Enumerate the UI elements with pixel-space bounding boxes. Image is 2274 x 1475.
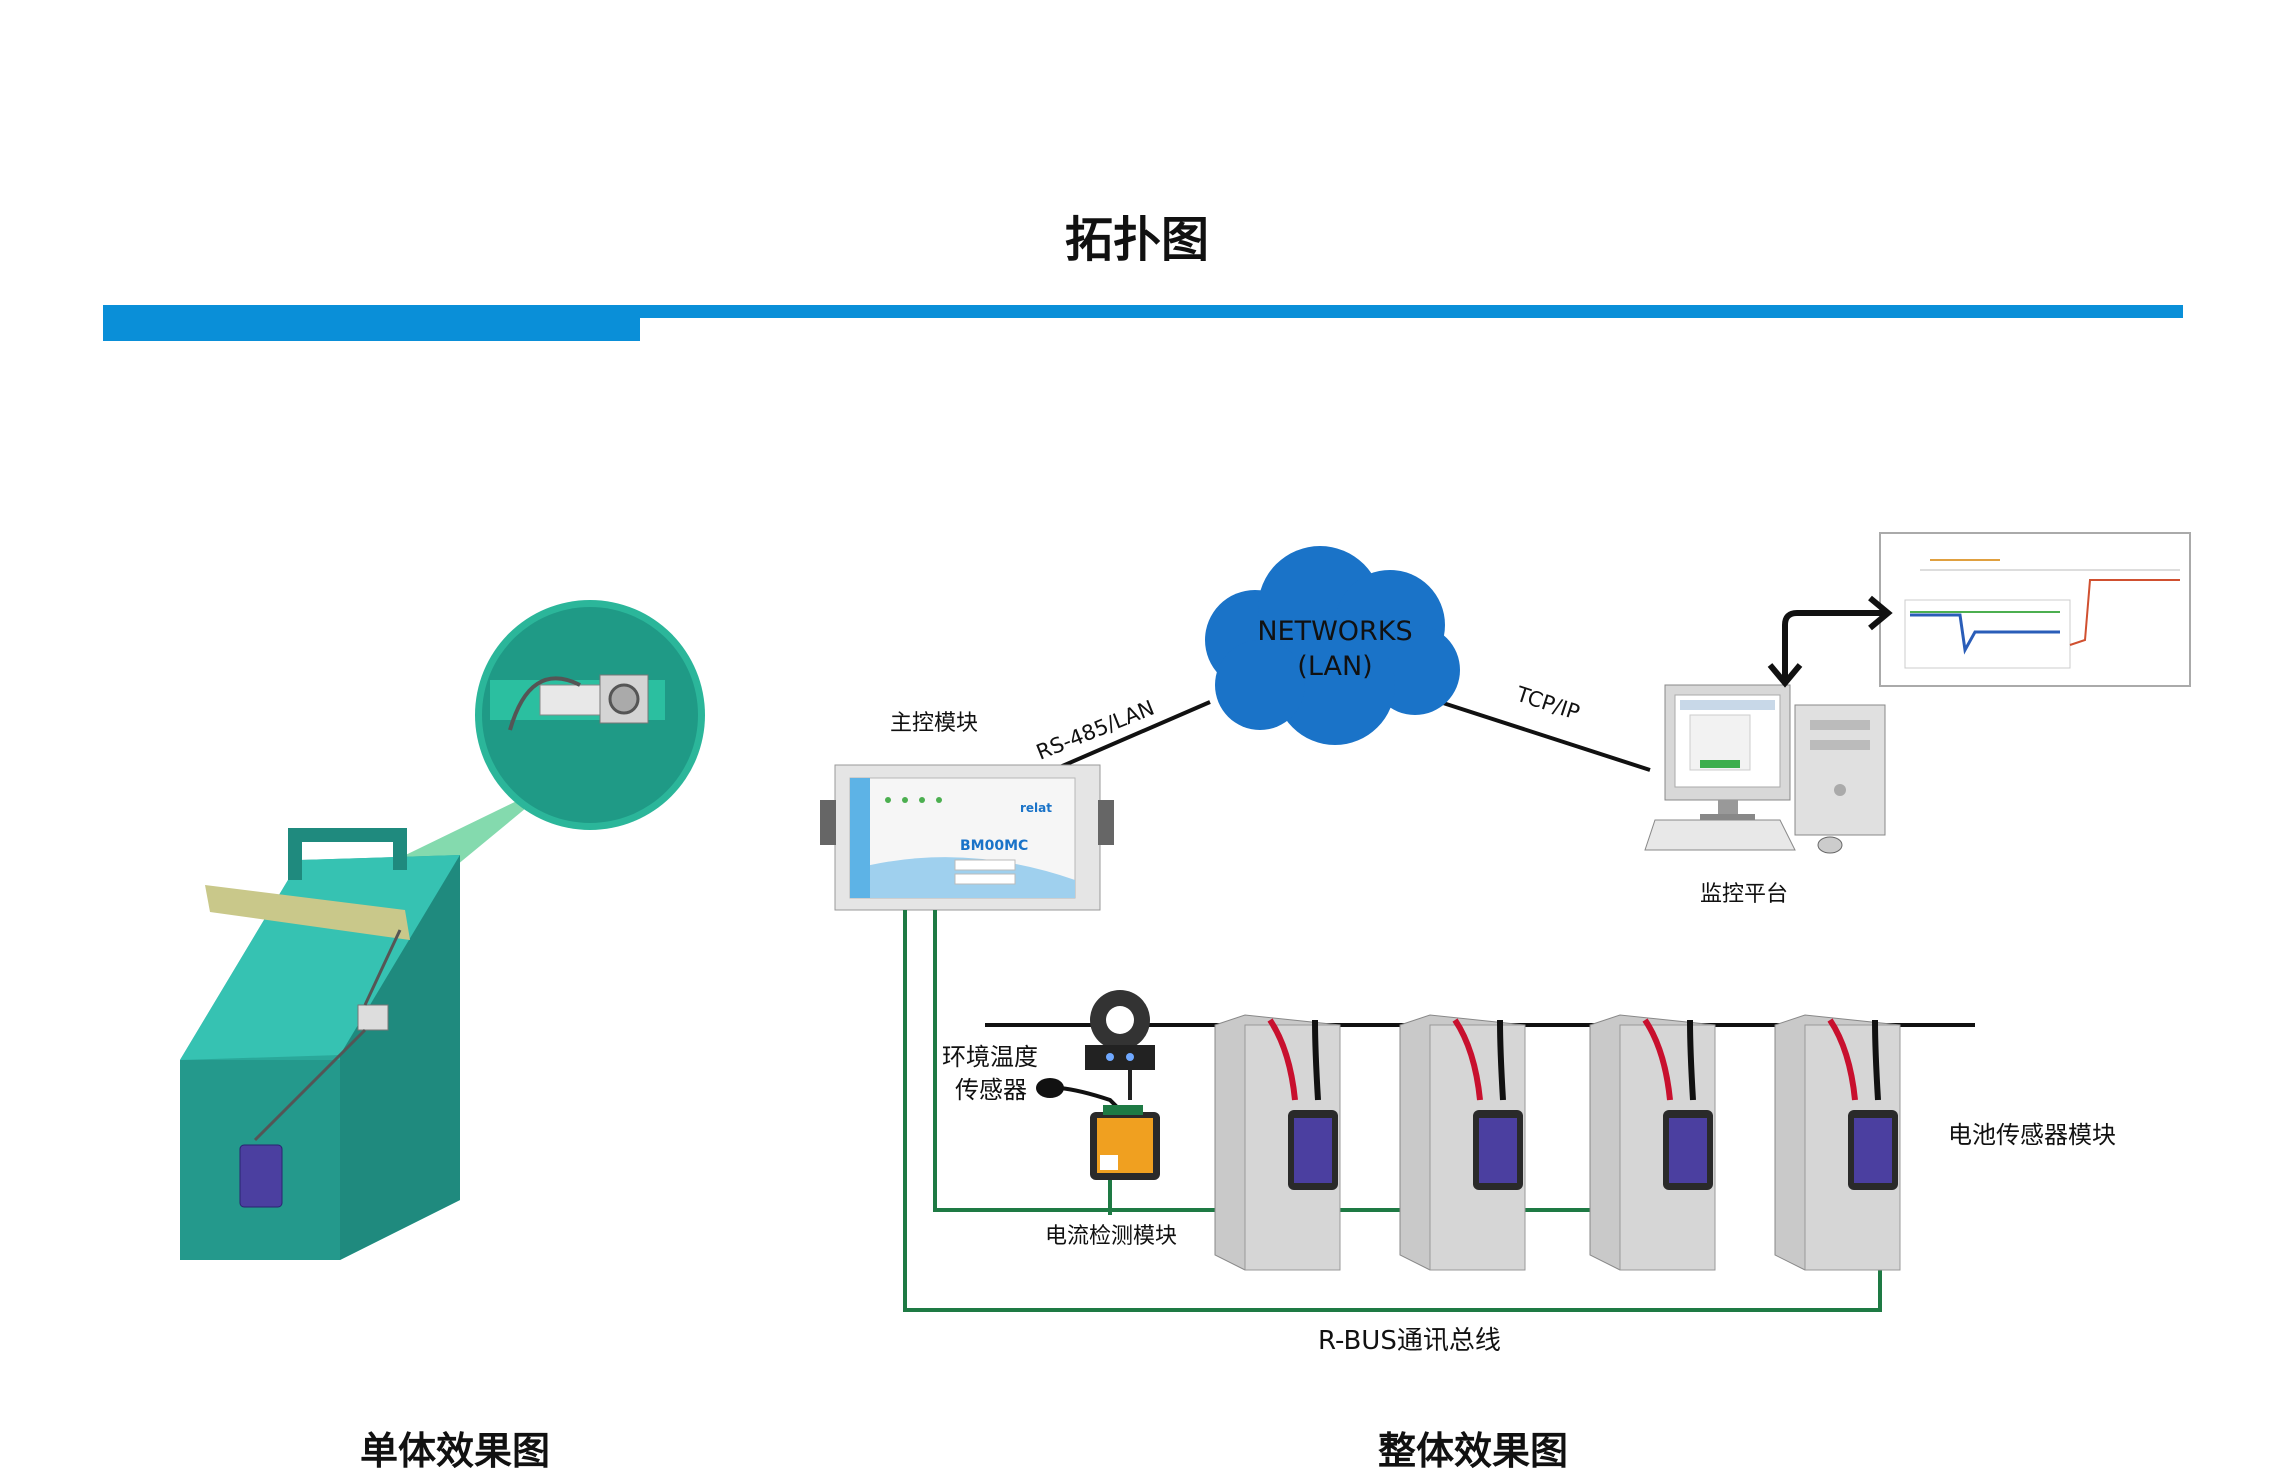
tcpip-line — [1439, 700, 1651, 772]
device-model-text: BM00MC — [960, 838, 1028, 854]
current-sensor — [1085, 990, 1155, 1100]
zoom-circle — [475, 600, 705, 830]
double-arrow — [1767, 595, 1893, 688]
battery-2 — [1399, 1014, 1526, 1271]
device-brand-text: relat — [1020, 801, 1052, 815]
page-title: 拓扑图 — [1064, 212, 1209, 268]
caption-single: 单体效果图 — [360, 1429, 551, 1473]
rbus-label: R-BUS通讯总线 — [1318, 1326, 1501, 1356]
battery-sensor-label: 电池传感器模块 — [1948, 1121, 2116, 1149]
battery-3 — [1589, 1014, 1716, 1271]
rbus-lines — [903, 910, 1882, 1312]
header-bar — [103, 305, 2183, 318]
tcpip-label: TCP/IP — [1513, 682, 1583, 725]
battery-body — [180, 828, 460, 1260]
env-temp-label-2: 传感器 — [955, 1076, 1027, 1104]
network-cloud — [1205, 546, 1460, 745]
network-label-1: NETWORKS — [1257, 616, 1412, 647]
caption-whole: 整体效果图 — [1378, 1429, 1569, 1473]
header-bar-accent — [103, 318, 640, 341]
master-module-device — [820, 764, 1114, 911]
monitor-platform-label: 监控平台 — [1700, 882, 1789, 907]
rs485-label: RS-485/LAN — [1033, 696, 1158, 765]
current-module-device — [1090, 1105, 1160, 1180]
single-battery-illustration — [180, 600, 705, 1260]
battery-1 — [1214, 1014, 1341, 1271]
battery-4 — [1774, 1014, 1901, 1271]
monitor-computer — [1644, 684, 1886, 854]
env-temp-label-1: 环境温度 — [942, 1043, 1038, 1071]
monitor-screenshot — [1879, 532, 2191, 687]
master-module-label: 主控模块 — [890, 711, 979, 736]
network-label-2: (LAN) — [1297, 651, 1372, 682]
current-module-label: 电流检测模块 — [1045, 1224, 1178, 1249]
